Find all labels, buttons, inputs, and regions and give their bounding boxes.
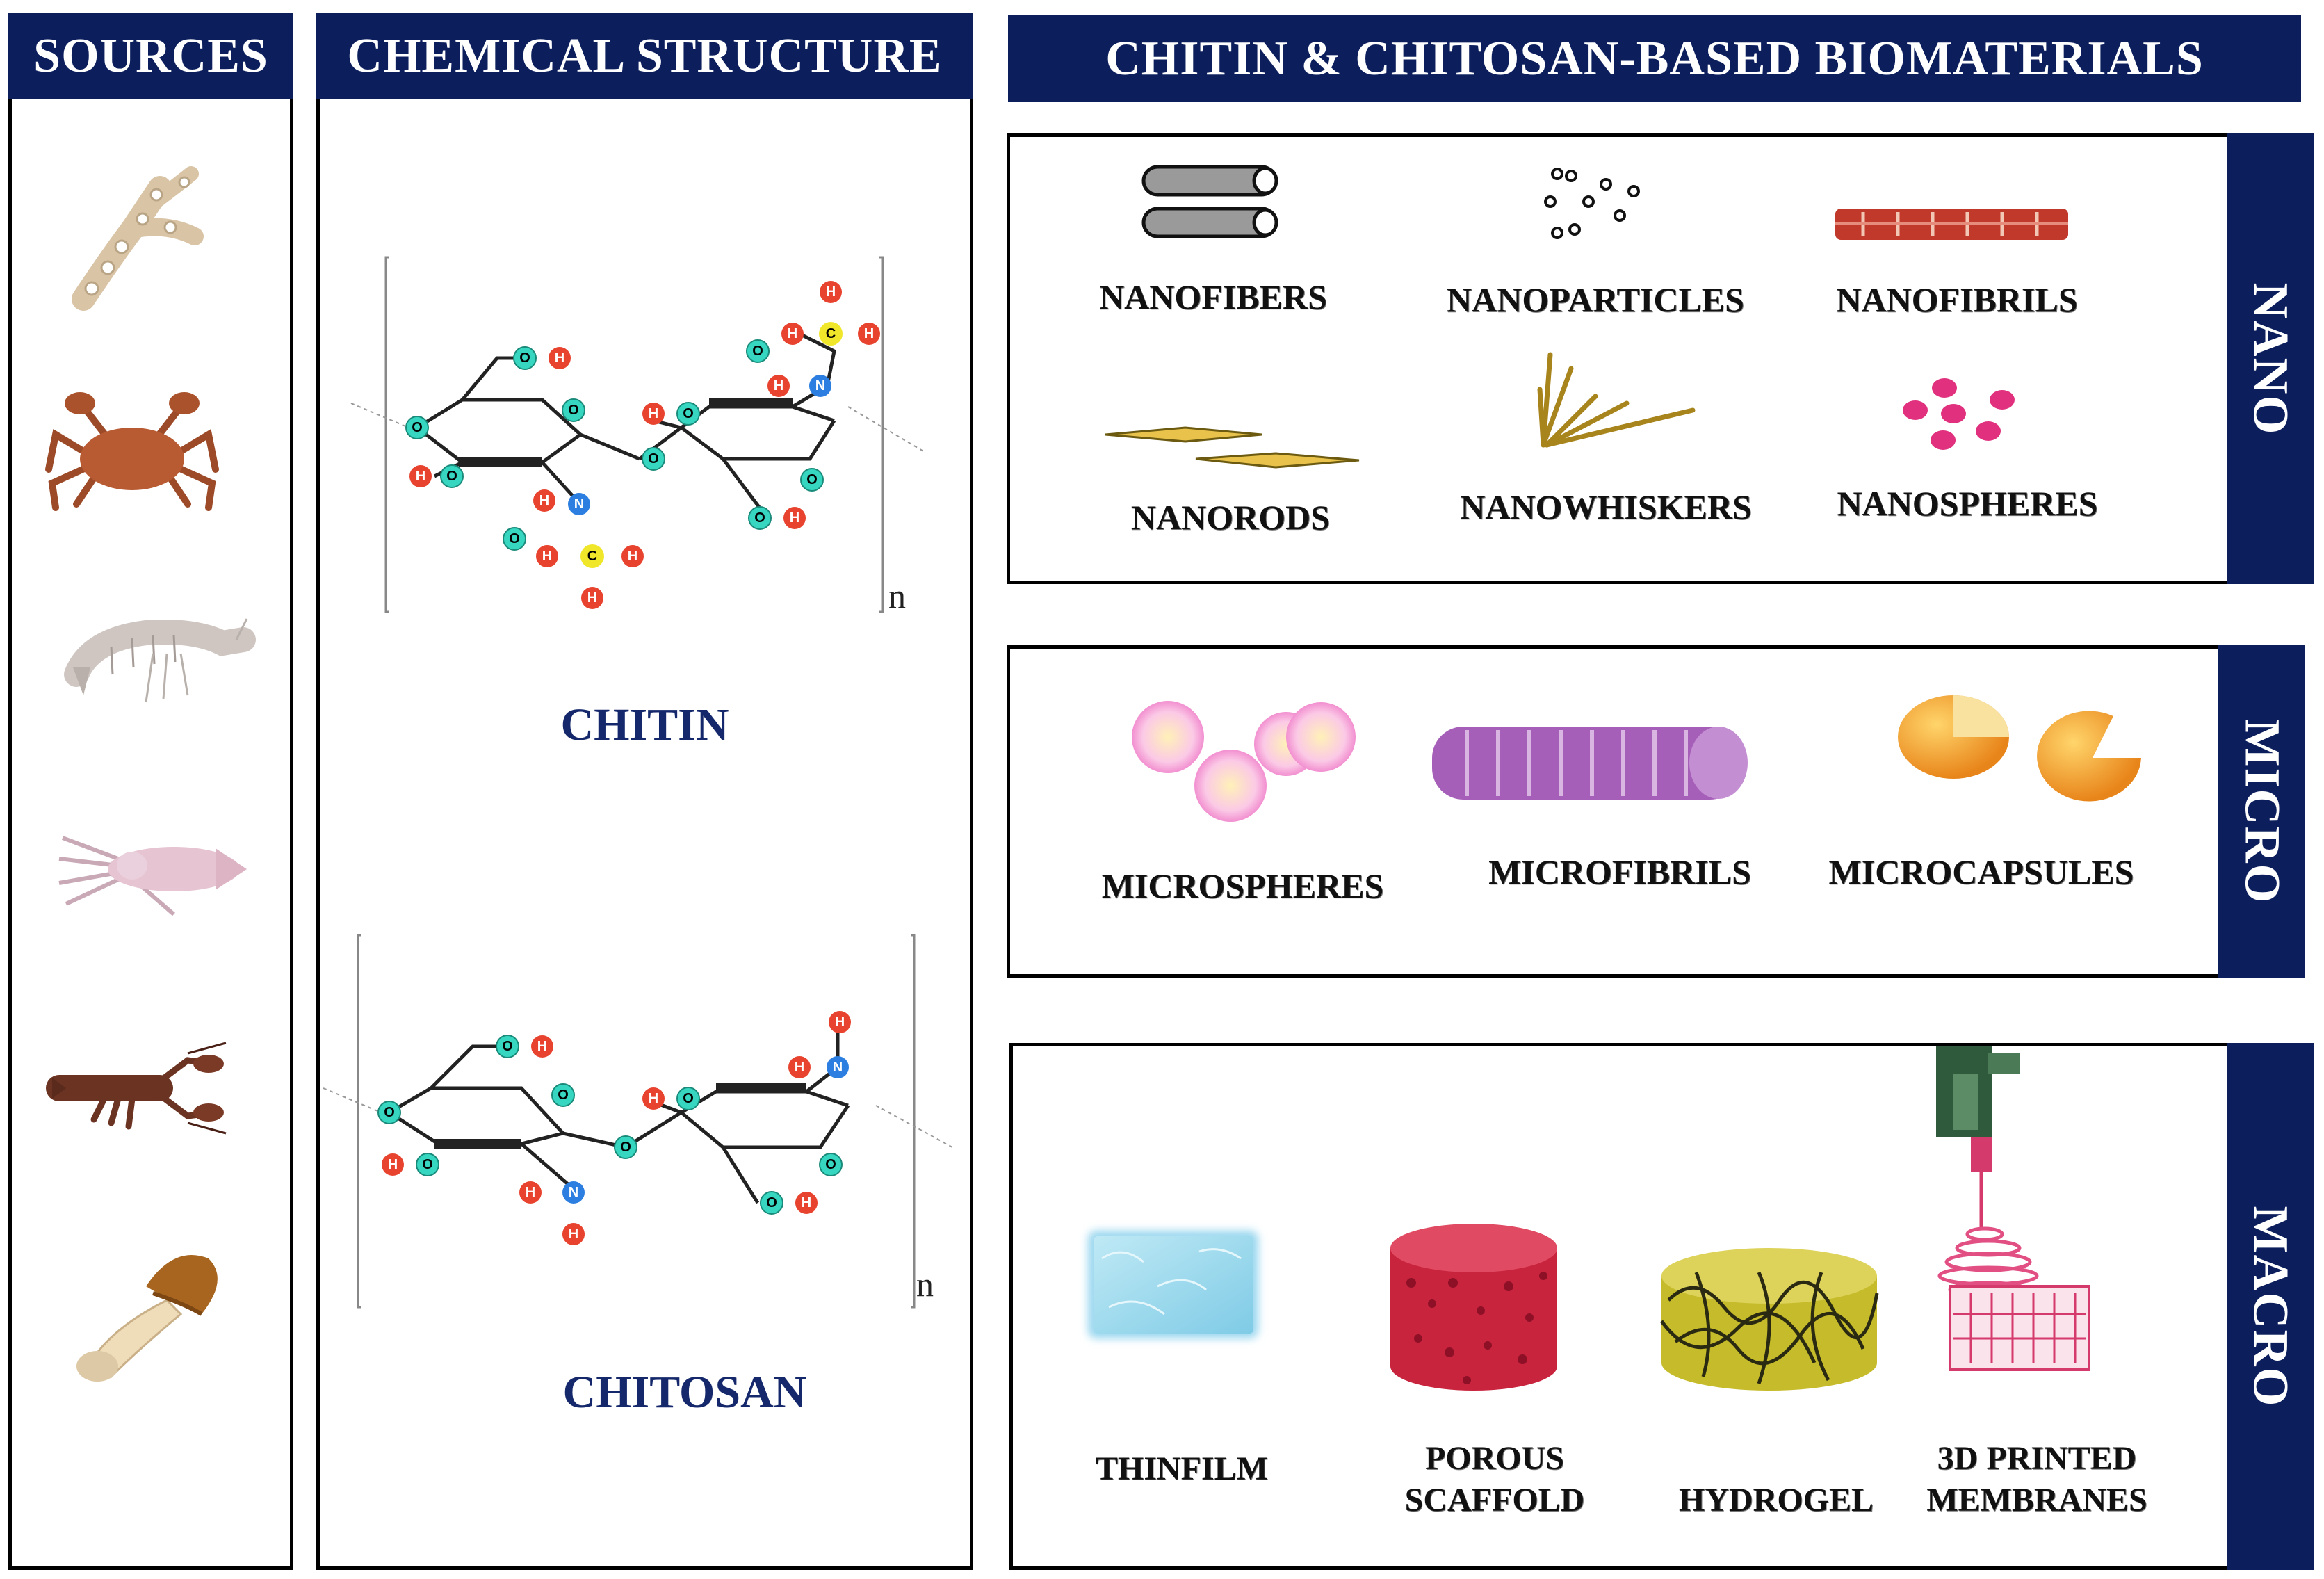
nanowhiskers-label: NANOWHISKERS <box>1460 487 1752 526</box>
svg-text:H: H <box>569 1226 578 1242</box>
nano-label: NANO <box>2243 282 2298 435</box>
svg-text:H: H <box>835 1014 845 1030</box>
hydrogel-icon <box>1659 1248 1879 1391</box>
svg-text:H: H <box>802 1195 811 1210</box>
svg-text:H: H <box>628 549 637 564</box>
shrimp-icon <box>64 618 256 703</box>
svg-text:H: H <box>649 406 658 421</box>
nanospheres-label: NANOSPHERES <box>1837 484 2098 523</box>
nanofibrils-label: NANOFIBRILS <box>1836 280 2078 319</box>
svg-text:O: O <box>620 1140 631 1155</box>
nanorods-label: NANORODS <box>1130 498 1331 537</box>
svg-text:H: H <box>864 326 874 341</box>
sources-header: SOURCES <box>8 13 293 99</box>
svg-text:O: O <box>752 343 763 359</box>
3d-printed-label-line2: MEMBRANES <box>1926 1482 2147 1519</box>
svg-text:H: H <box>774 378 783 394</box>
nanofibrils-icon <box>1835 209 2068 240</box>
nanofibers-icon <box>1141 165 1278 238</box>
chitosan-structure: O O H O H O O H N H H O O O H N H H <box>323 934 953 1309</box>
svg-text:O: O <box>558 1087 569 1103</box>
nanowhiskers-icon <box>1537 352 1696 448</box>
svg-text:H: H <box>416 469 425 484</box>
lobster-icon <box>46 1042 227 1135</box>
svg-text:O: O <box>648 451 659 467</box>
svg-text:O: O <box>683 406 694 421</box>
mushroom-icon <box>76 1255 218 1382</box>
macro-sidebar: MACRO <box>2227 1043 2314 1570</box>
svg-text:N: N <box>833 1060 843 1075</box>
nanoparticles-label: NANOPARTICLES <box>1447 280 1744 319</box>
svg-text:O: O <box>568 403 579 418</box>
svg-text:H: H <box>537 1039 547 1054</box>
svg-text:O: O <box>754 510 765 526</box>
porous-scaffold-label-line2: SCAFFOLD <box>1404 1482 1585 1519</box>
nano-sidebar: NANO <box>2227 133 2314 584</box>
svg-text:H: H <box>388 1157 398 1172</box>
microfibrils-label: MICROFIBRILS <box>1488 852 1751 891</box>
fungus-hyphae-icon <box>72 166 204 311</box>
svg-text:H: H <box>555 350 564 366</box>
svg-text:H: H <box>526 1185 535 1200</box>
svg-text:O: O <box>766 1195 777 1210</box>
chemical-structure-header: CHEMICAL STRUCTURE <box>316 13 973 99</box>
macro-label: MACRO <box>2243 1206 2299 1407</box>
svg-text:H: H <box>790 510 799 526</box>
micro-sidebar: MICRO <box>2218 645 2305 978</box>
svg-text:O: O <box>422 1157 433 1172</box>
microfibrils-icon <box>1432 727 1748 800</box>
chitin-repeat-n: n <box>888 576 906 615</box>
svg-text:C: C <box>826 326 836 341</box>
svg-text:C: C <box>587 549 597 564</box>
nanorods-icon <box>1105 426 1360 469</box>
svg-text:O: O <box>412 420 423 435</box>
microcapsules-icon <box>1898 695 2141 802</box>
crab-icon <box>45 392 219 511</box>
svg-text:O: O <box>806 472 818 487</box>
svg-text:H: H <box>826 284 836 300</box>
nanofibers-label: NANOFIBERS <box>1099 277 1327 316</box>
svg-text:N: N <box>569 1185 578 1200</box>
svg-text:N: N <box>574 496 584 512</box>
3d-printer-icon <box>1936 1046 2090 1371</box>
svg-text:O: O <box>384 1105 395 1120</box>
svg-text:O: O <box>683 1091 694 1106</box>
chitosan-label: CHITOSAN <box>562 1367 807 1418</box>
svg-text:O: O <box>502 1039 513 1054</box>
oxygen-atom: O <box>405 416 429 439</box>
svg-text:H: H <box>542 549 552 564</box>
nanospheres-icon <box>1903 378 2015 450</box>
squid-icon <box>58 836 247 916</box>
3d-printed-label-line1: 3D PRINTED <box>1937 1440 2137 1477</box>
micro-label: MICRO <box>2234 719 2291 904</box>
svg-text:O: O <box>825 1157 836 1172</box>
porous-scaffold-icon <box>1390 1224 1557 1391</box>
biomaterials-header: CHITIN & CHITOSAN-BASED BIOMATERIALS <box>1008 15 2301 102</box>
chitin-atoms: O O H O H O O H N O H C H H H O O O H H … <box>405 281 880 609</box>
microspheres-label: MICROSPHERES <box>1101 866 1384 905</box>
thinfilm-label: THINFILM <box>1095 1450 1268 1487</box>
chitin-label: CHITIN <box>560 699 729 750</box>
nanoparticles-icon <box>1544 168 1640 239</box>
svg-text:N: N <box>815 378 825 394</box>
svg-text:O: O <box>446 469 457 484</box>
svg-text:H: H <box>587 590 597 606</box>
svg-text:H: H <box>539 493 549 508</box>
porous-scaffold-label-line1: POROUS <box>1424 1440 1564 1477</box>
microcapsules-label: MICROCAPSULES <box>1828 852 2134 891</box>
hydrogel-label: HYDROGEL <box>1678 1482 1874 1519</box>
svg-text:H: H <box>649 1091 658 1106</box>
svg-text:H: H <box>788 326 797 341</box>
microspheres-icon <box>1132 701 1356 822</box>
svg-text:H: H <box>795 1060 804 1075</box>
svg-text:O: O <box>509 531 520 546</box>
chemical-structure-panel <box>316 13 973 1570</box>
svg-text:O: O <box>519 350 530 366</box>
thinfilm-icon <box>1088 1231 1258 1338</box>
chitosan-repeat-n: n <box>916 1265 934 1304</box>
